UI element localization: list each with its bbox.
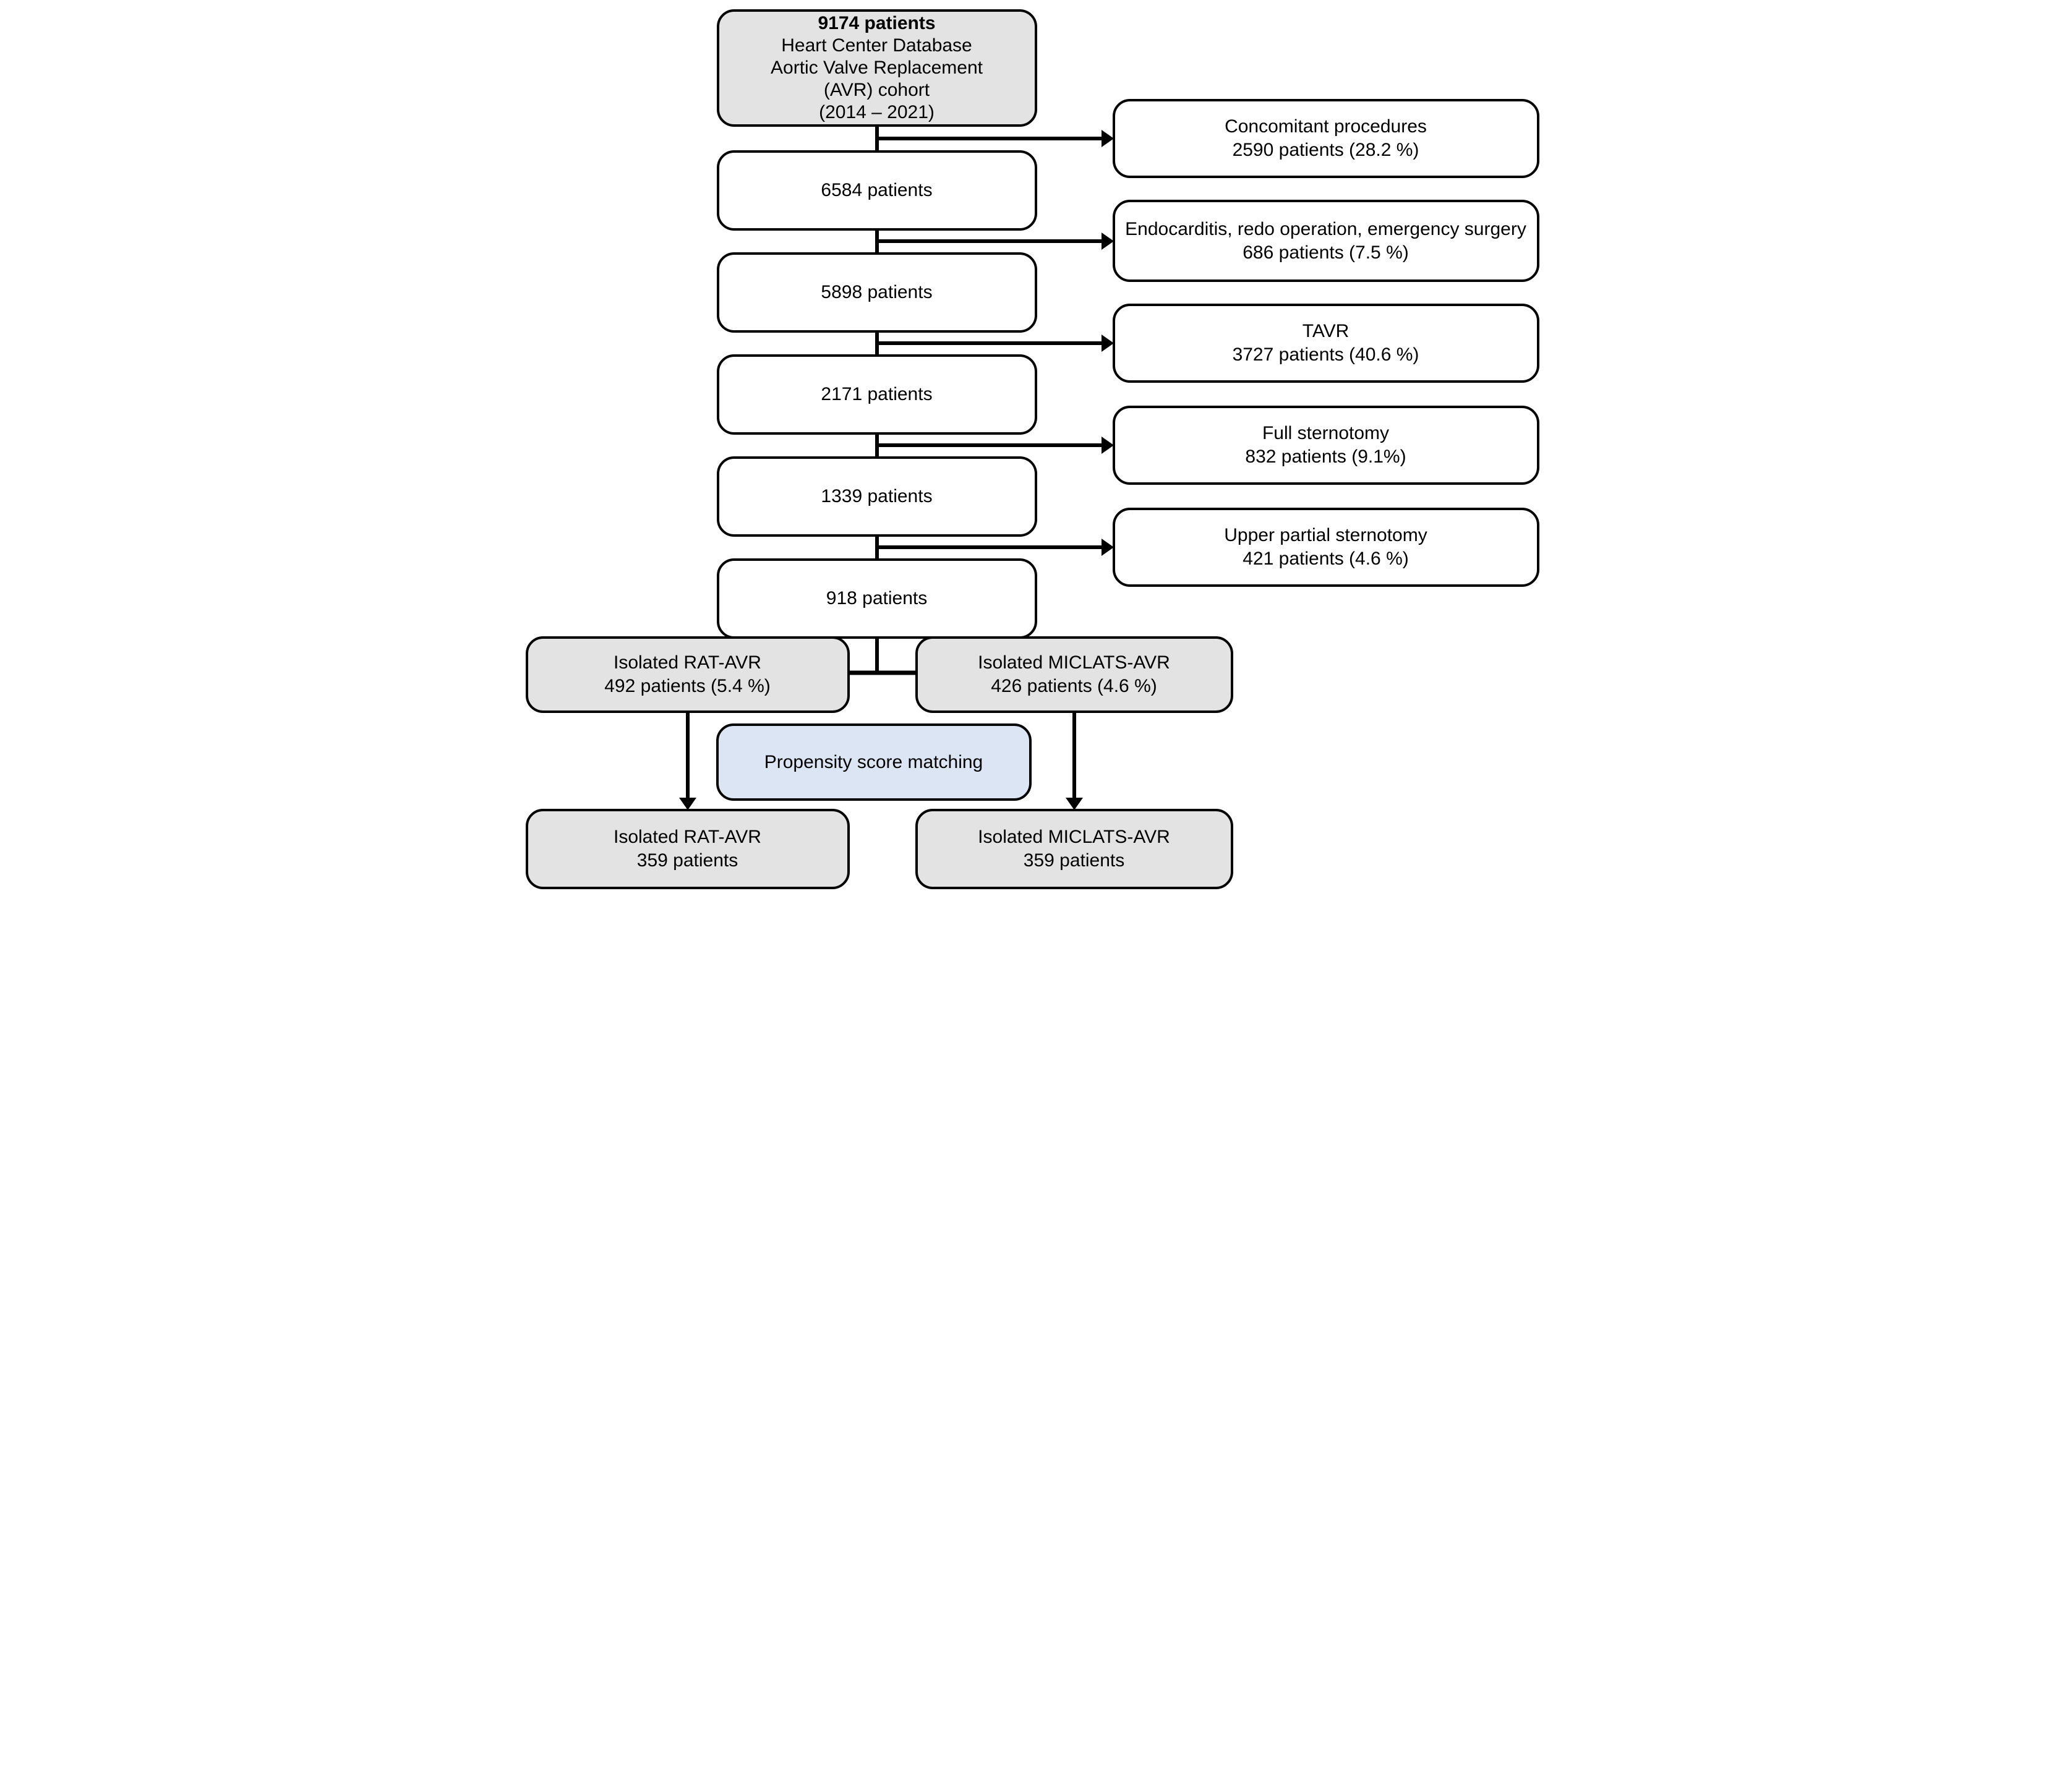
chain-box-918: 918 patients: [716, 558, 1037, 639]
chain-box-5898: 5898 patients: [716, 252, 1037, 333]
patient-count-label: 5898 patients: [821, 282, 933, 302]
arm-count: 492 patients (5.4 %): [604, 676, 771, 696]
arrowhead-rat-matched: [678, 798, 696, 810]
arm-name: Isolated MICLATS-AVR: [978, 652, 1170, 673]
matched-arm-count: 359 patients: [636, 850, 738, 871]
exclusion-count: 686 patients (7.5 %): [1243, 242, 1409, 263]
arrowhead-concomitant: [1101, 130, 1114, 147]
cohort-box: 9174 patients Heart Center Database Aort…: [716, 9, 1037, 127]
cohort-procedure: Aortic Valve Replacement: [771, 58, 983, 78]
patient-flow-diagram: 9174 patients Heart Center Database Aort…: [515, 0, 1547, 896]
exclusion-name: TAVR: [1302, 321, 1350, 341]
cohort-name: (AVR) cohort: [823, 80, 930, 100]
exclusion-name: Concomitant procedures: [1225, 116, 1427, 137]
propensity-matching-box: Propensity score matching: [716, 723, 1032, 801]
exclusion-box-full-sternotomy: Full sternotomy 832 patients (9.1%): [1112, 406, 1539, 485]
arrowhead-tavr: [1101, 335, 1114, 352]
cohort-patient-count: 9174 patients: [818, 13, 936, 33]
matched-arm-name: Isolated MICLATS-AVR: [978, 827, 1170, 847]
exclusion-count: 832 patients (9.1%): [1245, 446, 1406, 467]
matched-arm-count: 359 patients: [1023, 850, 1125, 871]
exclusion-box-tavr: TAVR 3727 patients (40.6 %): [1112, 304, 1539, 383]
exclusion-name: Full sternotomy: [1262, 423, 1390, 443]
arrowhead-miclats-matched: [1065, 798, 1083, 810]
matched-arm-name: Isolated RAT-AVR: [614, 827, 761, 847]
arrowhead-endocarditis: [1101, 233, 1114, 250]
patient-count-label: 6584 patients: [821, 180, 933, 200]
arm-count: 426 patients (4.6 %): [991, 676, 1157, 696]
chain-box-2171: 2171 patients: [716, 354, 1037, 435]
exclusion-box-endocarditis: Endocarditis, redo operation, emergency …: [1112, 200, 1539, 282]
exclusion-box-upper-partial-sternotomy: Upper partial sternotomy 421 patients (4…: [1112, 508, 1539, 587]
rat-avr-box: Isolated RAT-AVR 492 patients (5.4 %): [525, 636, 850, 713]
exclusion-count: 3727 patients (40.6 %): [1232, 344, 1419, 365]
arrowhead-full-sternotomy: [1101, 437, 1114, 454]
chain-box-1339: 1339 patients: [716, 456, 1037, 537]
chain-box-6584: 6584 patients: [716, 150, 1037, 231]
arm-name: Isolated RAT-AVR: [614, 652, 761, 673]
exclusion-name: Upper partial sternotomy: [1224, 525, 1427, 545]
arrowhead-upper-partial-sternotomy: [1101, 539, 1114, 556]
miclats-avr-matched-box: Isolated MICLATS-AVR 359 patients: [915, 809, 1233, 889]
patient-count-label: 2171 patients: [821, 384, 933, 404]
exclusion-count: 421 patients (4.6 %): [1243, 548, 1409, 569]
cohort-source: Heart Center Database: [781, 35, 972, 56]
rat-avr-matched-box: Isolated RAT-AVR 359 patients: [525, 809, 850, 889]
exclusion-name: Endocarditis, redo operation, emergency …: [1125, 218, 1526, 239]
patient-count-label: 918 patients: [826, 588, 928, 608]
propensity-matching-label: Propensity score matching: [764, 751, 983, 772]
patient-count-label: 1339 patients: [821, 486, 933, 506]
miclats-avr-box: Isolated MICLATS-AVR 426 patients (4.6 %…: [915, 636, 1233, 713]
exclusion-box-concomitant: Concomitant procedures 2590 patients (28…: [1112, 99, 1539, 178]
exclusion-count: 2590 patients (28.2 %): [1232, 140, 1419, 160]
cohort-years: (2014 – 2021): [819, 102, 935, 122]
